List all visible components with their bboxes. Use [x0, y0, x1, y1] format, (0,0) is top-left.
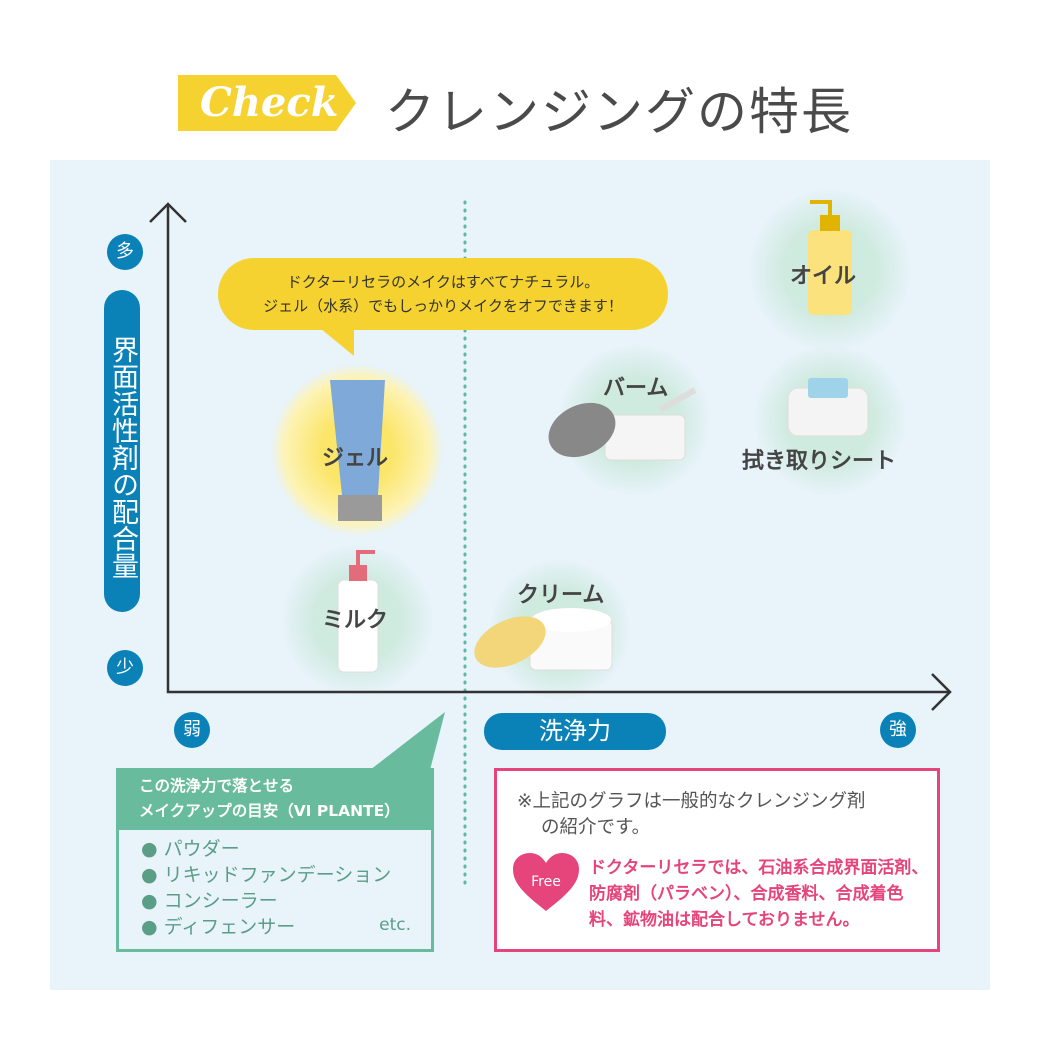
free-badge-label: Free	[531, 874, 561, 890]
makeup-item: ● リキッドファンデーション	[141, 864, 392, 886]
product-label-sheet: 拭き取りシート	[742, 449, 897, 474]
x-axis-arrow	[931, 673, 952, 711]
note-box: ※上記のグラフは一般的なクレンジング剤 の紹介です。 Free ドクターリセラで…	[494, 768, 940, 952]
axis-lines	[166, 204, 950, 694]
free-text: ドクターリセラでは、石油系合成界面活剤、防腐剤（パラベン）、合成香料、合成着色料…	[589, 858, 929, 930]
y-axis-label: 界面活性剤の配合量	[104, 290, 140, 612]
makeup-item: ● パウダー	[141, 838, 240, 860]
check-badge: Check	[178, 75, 356, 131]
makeup-title-1: この洗浄力で落とせる	[139, 777, 295, 795]
wipes-pack-icon	[787, 378, 869, 437]
gel-tube-icon	[330, 380, 385, 521]
product-label-gel: ジェル	[322, 446, 389, 471]
milk-bottle-icon	[337, 550, 379, 673]
y-low-label: 少	[107, 650, 143, 686]
product-label-oil: オイル	[790, 264, 857, 289]
makeup-box: この洗浄力で落とせる メイクアップの目安（VI PLANTE） ● パウダー ●…	[116, 768, 434, 952]
makeup-item: ● コンシーラー	[141, 890, 278, 912]
cream-jar-icon	[474, 608, 613, 671]
oil-bottle-icon	[808, 200, 852, 315]
free-heart-icon	[513, 853, 579, 911]
product-label-balm: バーム	[603, 376, 669, 401]
etc-label: etc.	[379, 915, 411, 935]
product-label-milk: ミルク	[322, 608, 389, 633]
x-low-label: 弱	[174, 712, 210, 748]
x-high-label: 強	[880, 712, 916, 748]
makeup-box-header: この洗浄力で落とせる メイクアップの目安（VI PLANTE）	[119, 771, 431, 830]
bubble-line-1: ドクターリセラのメイクはすべてナチュラル。	[286, 273, 600, 291]
speech-bubble: ドクターリセラのメイクはすべてナチュラル。 ジェル（水系）でもしっかりメイクをオ…	[218, 258, 668, 330]
x-axis-label: 洗浄力	[484, 713, 666, 750]
makeup-item: ● ディフェンサー	[141, 916, 296, 938]
product-label-cream: クリーム	[517, 583, 605, 608]
bubble-line-2: ジェル（水系）でもしっかりメイクをオフできます！	[263, 297, 623, 315]
makeup-title-2: メイクアップの目安（VI PLANTE）	[139, 802, 400, 820]
page-title: クレンジングの特長	[385, 83, 853, 141]
note-line-2: の紹介です。	[541, 817, 651, 838]
note-line-1: ※上記のグラフは一般的なクレンジング剤	[517, 791, 866, 812]
y-high-label: 多	[107, 234, 143, 270]
balm-jar-icon	[548, 387, 697, 461]
